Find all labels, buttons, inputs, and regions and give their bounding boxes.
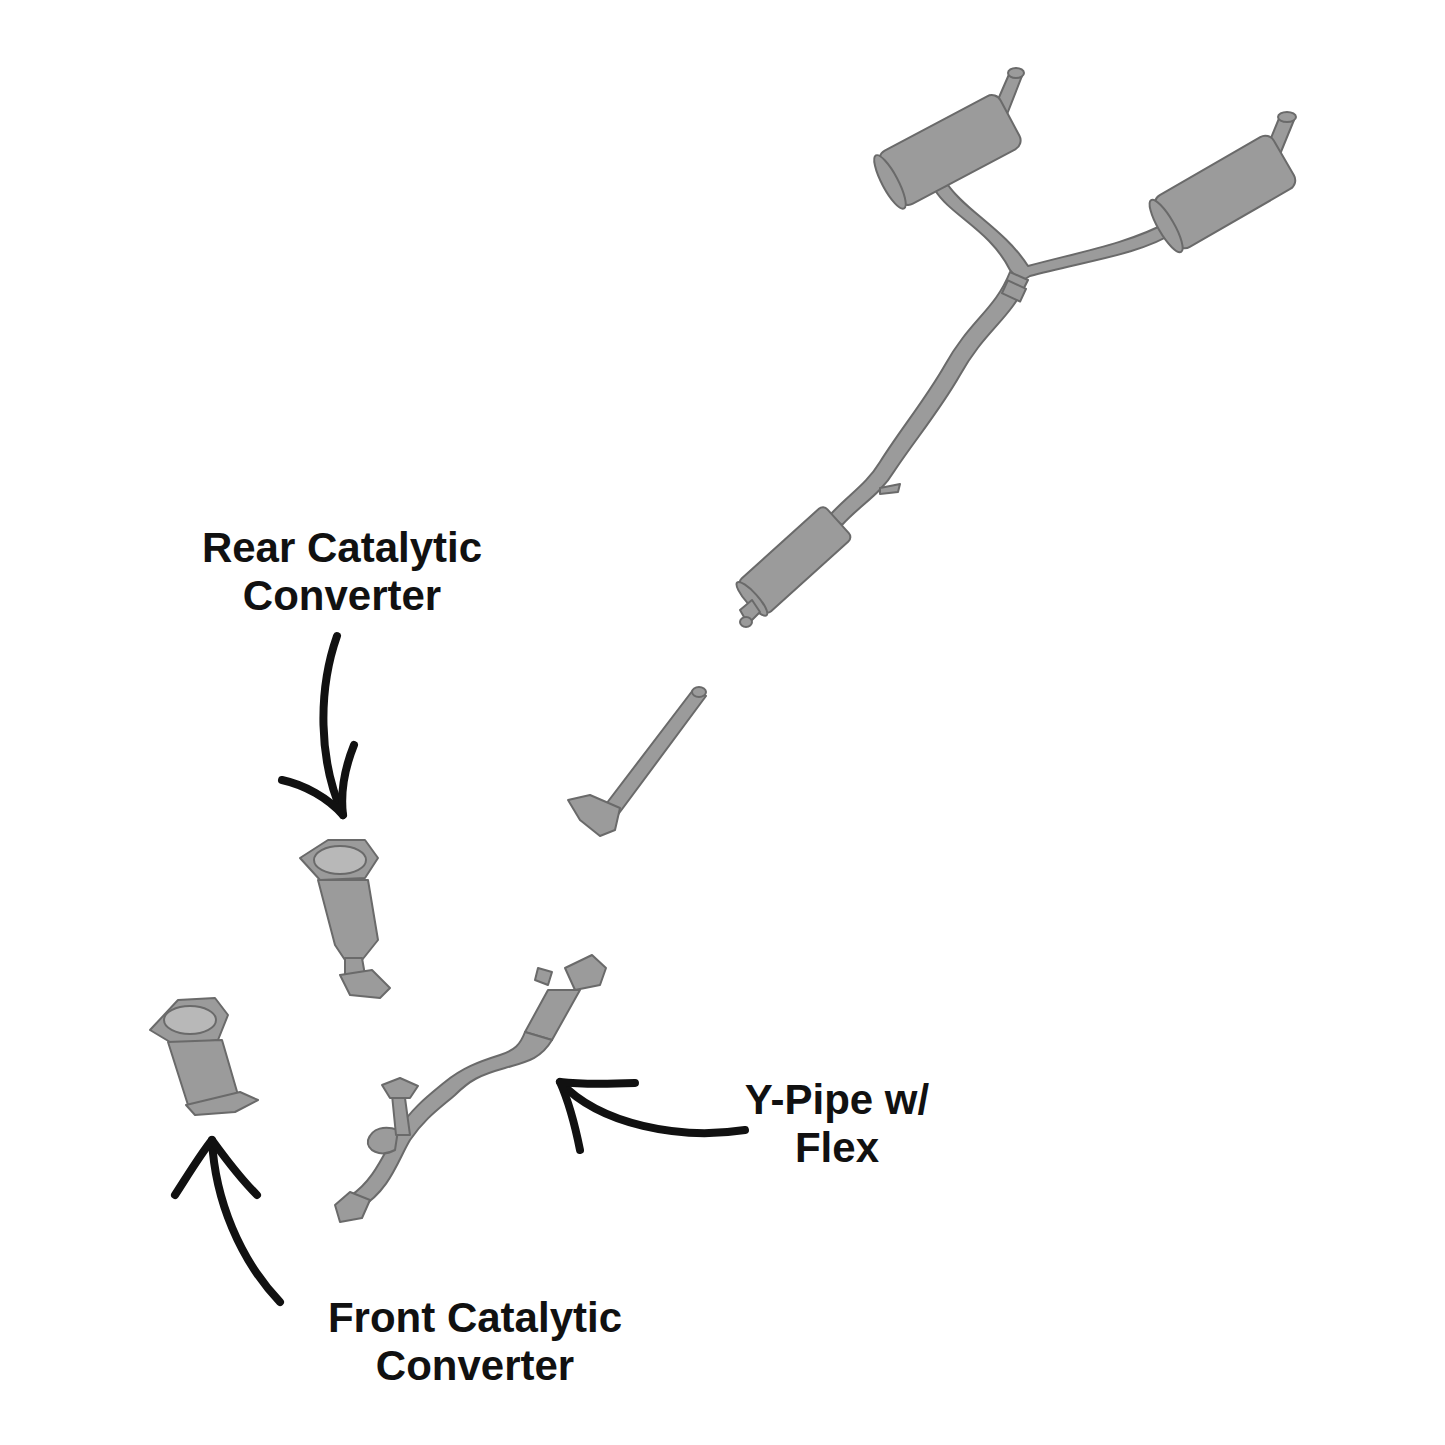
leader-arrow	[560, 1082, 745, 1133]
mid-pipe	[830, 272, 1028, 525]
converter-body	[318, 880, 378, 960]
y-pipe-branch	[392, 1095, 410, 1135]
callout-label: Y-Pipe w/ Flex	[727, 1076, 947, 1172]
flange	[335, 1192, 370, 1222]
muffler	[1144, 132, 1299, 256]
callout-text: Rear Catalytic Converter	[202, 524, 482, 619]
muffler-end	[869, 152, 911, 212]
intermediate-pipe	[600, 690, 706, 820]
tail-y-pipe	[935, 185, 1175, 282]
arrowhead	[560, 1082, 635, 1150]
flange	[565, 955, 606, 990]
arrowhead	[175, 1140, 257, 1195]
callout-label: Front Catalytic Converter	[295, 1294, 655, 1390]
callout-text: Front Catalytic Converter	[328, 1294, 622, 1389]
flange-opening	[164, 1006, 216, 1034]
o2-bung	[535, 968, 552, 985]
pipe-clamp	[1002, 280, 1026, 301]
exhaust-parts	[150, 68, 1299, 1222]
flange	[150, 998, 228, 1045]
flange	[300, 840, 378, 880]
inlet-stub-end	[740, 617, 752, 627]
pipe-end	[692, 687, 706, 697]
tailpipe-tip	[1008, 68, 1024, 78]
muffler-end	[1144, 196, 1188, 256]
flange	[568, 795, 620, 836]
arrowhead	[282, 745, 354, 815]
hanger	[880, 484, 900, 494]
callout-label: Rear Catalytic Converter	[162, 524, 522, 620]
leader-arrow	[212, 1140, 280, 1302]
y-pipe-tube	[350, 1032, 552, 1208]
flange	[340, 970, 390, 998]
flex-section	[525, 990, 580, 1040]
flange-opening	[314, 846, 366, 874]
flange	[382, 1078, 418, 1098]
y-pipe-branch	[368, 1128, 398, 1154]
tailpipe-tip	[1278, 112, 1296, 122]
flange	[186, 1092, 258, 1115]
muffler	[869, 92, 1024, 213]
callout-text: Y-Pipe w/ Flex	[745, 1076, 929, 1171]
leader-arrows	[175, 636, 745, 1302]
